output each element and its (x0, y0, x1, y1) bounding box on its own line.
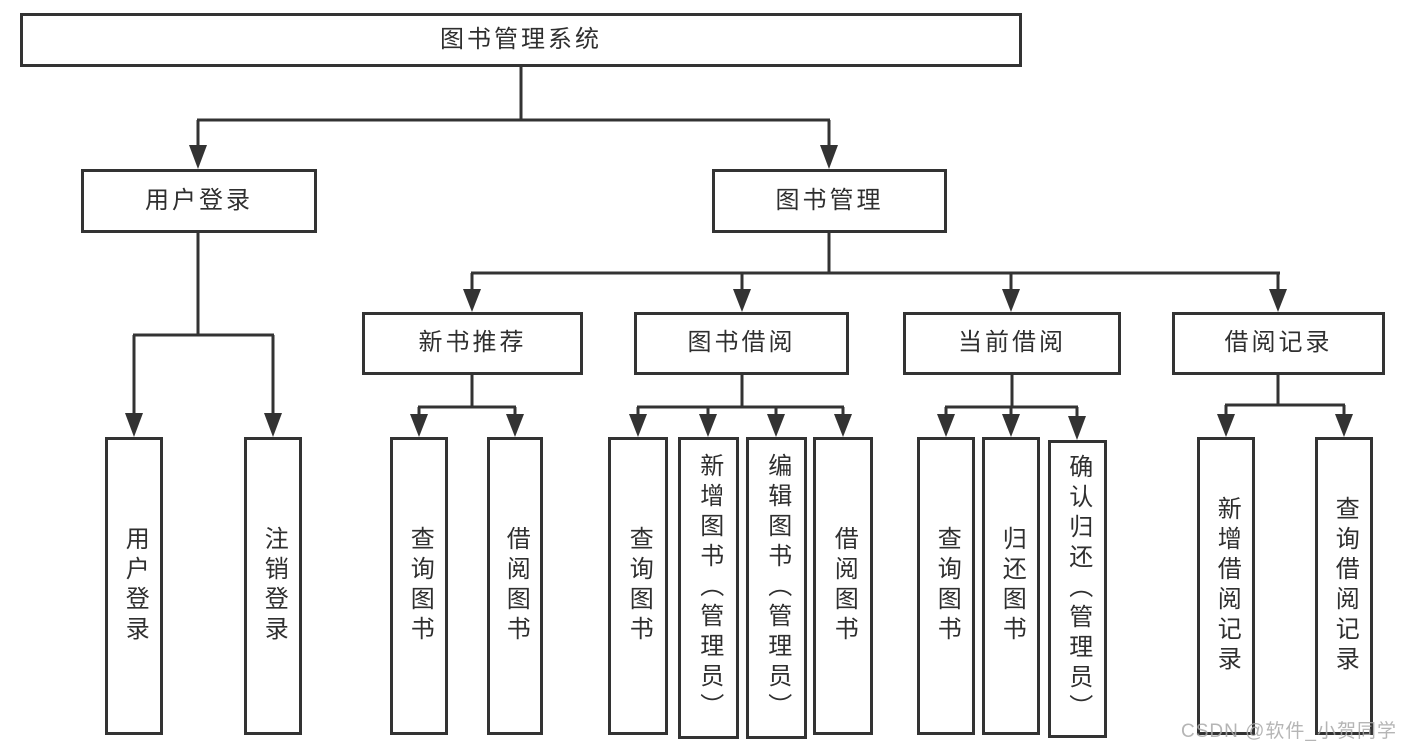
node-user-login: 用户登录 (81, 169, 317, 233)
wires-book-mgmt-to-groups (463, 233, 1287, 312)
wires-root-to-level2 (189, 67, 838, 169)
leaf-add-borrow-record: 新增借阅记录 (1197, 437, 1255, 735)
wires-new-book-subtree (410, 375, 524, 437)
wires-user-login-subtree (125, 233, 282, 437)
node-book-management: 图书管理 (712, 169, 947, 233)
node-root-library-system: 图书管理系统 (20, 13, 1022, 67)
leaf-user-login: 用户登录 (105, 437, 163, 735)
leaf-query-books-current: 查询图书 (917, 437, 975, 735)
leaf-add-book-admin: 新增图书（管理员） (678, 437, 739, 739)
wires-current-borrow-subtree (937, 375, 1086, 440)
csdn-watermark: CSDN @软件_小贺同学 (1181, 721, 1397, 742)
leaf-borrow-books: 借阅图书 (813, 437, 873, 735)
leaf-query-books-recommend: 查询图书 (390, 437, 448, 735)
node-borrow-records: 借阅记录 (1172, 312, 1385, 375)
leaf-query-borrow-record: 查询借阅记录 (1315, 437, 1373, 735)
leaf-return-book: 归还图书 (982, 437, 1040, 735)
leaf-confirm-return-admin: 确认归还（管理员） (1048, 440, 1107, 738)
leaf-logout: 注销登录 (244, 437, 302, 735)
node-book-borrow: 图书借阅 (634, 312, 849, 375)
node-current-borrow: 当前借阅 (903, 312, 1121, 375)
wires-book-borrow-subtree (629, 375, 852, 437)
leaf-query-books-borrow: 查询图书 (608, 437, 668, 735)
leaf-borrow-books-recommend: 借阅图书 (487, 437, 543, 735)
wires-borrow-records-subtree (1217, 375, 1353, 437)
leaf-edit-book-admin: 编辑图书（管理员） (746, 437, 807, 739)
node-new-book-recommend: 新书推荐 (362, 312, 583, 375)
